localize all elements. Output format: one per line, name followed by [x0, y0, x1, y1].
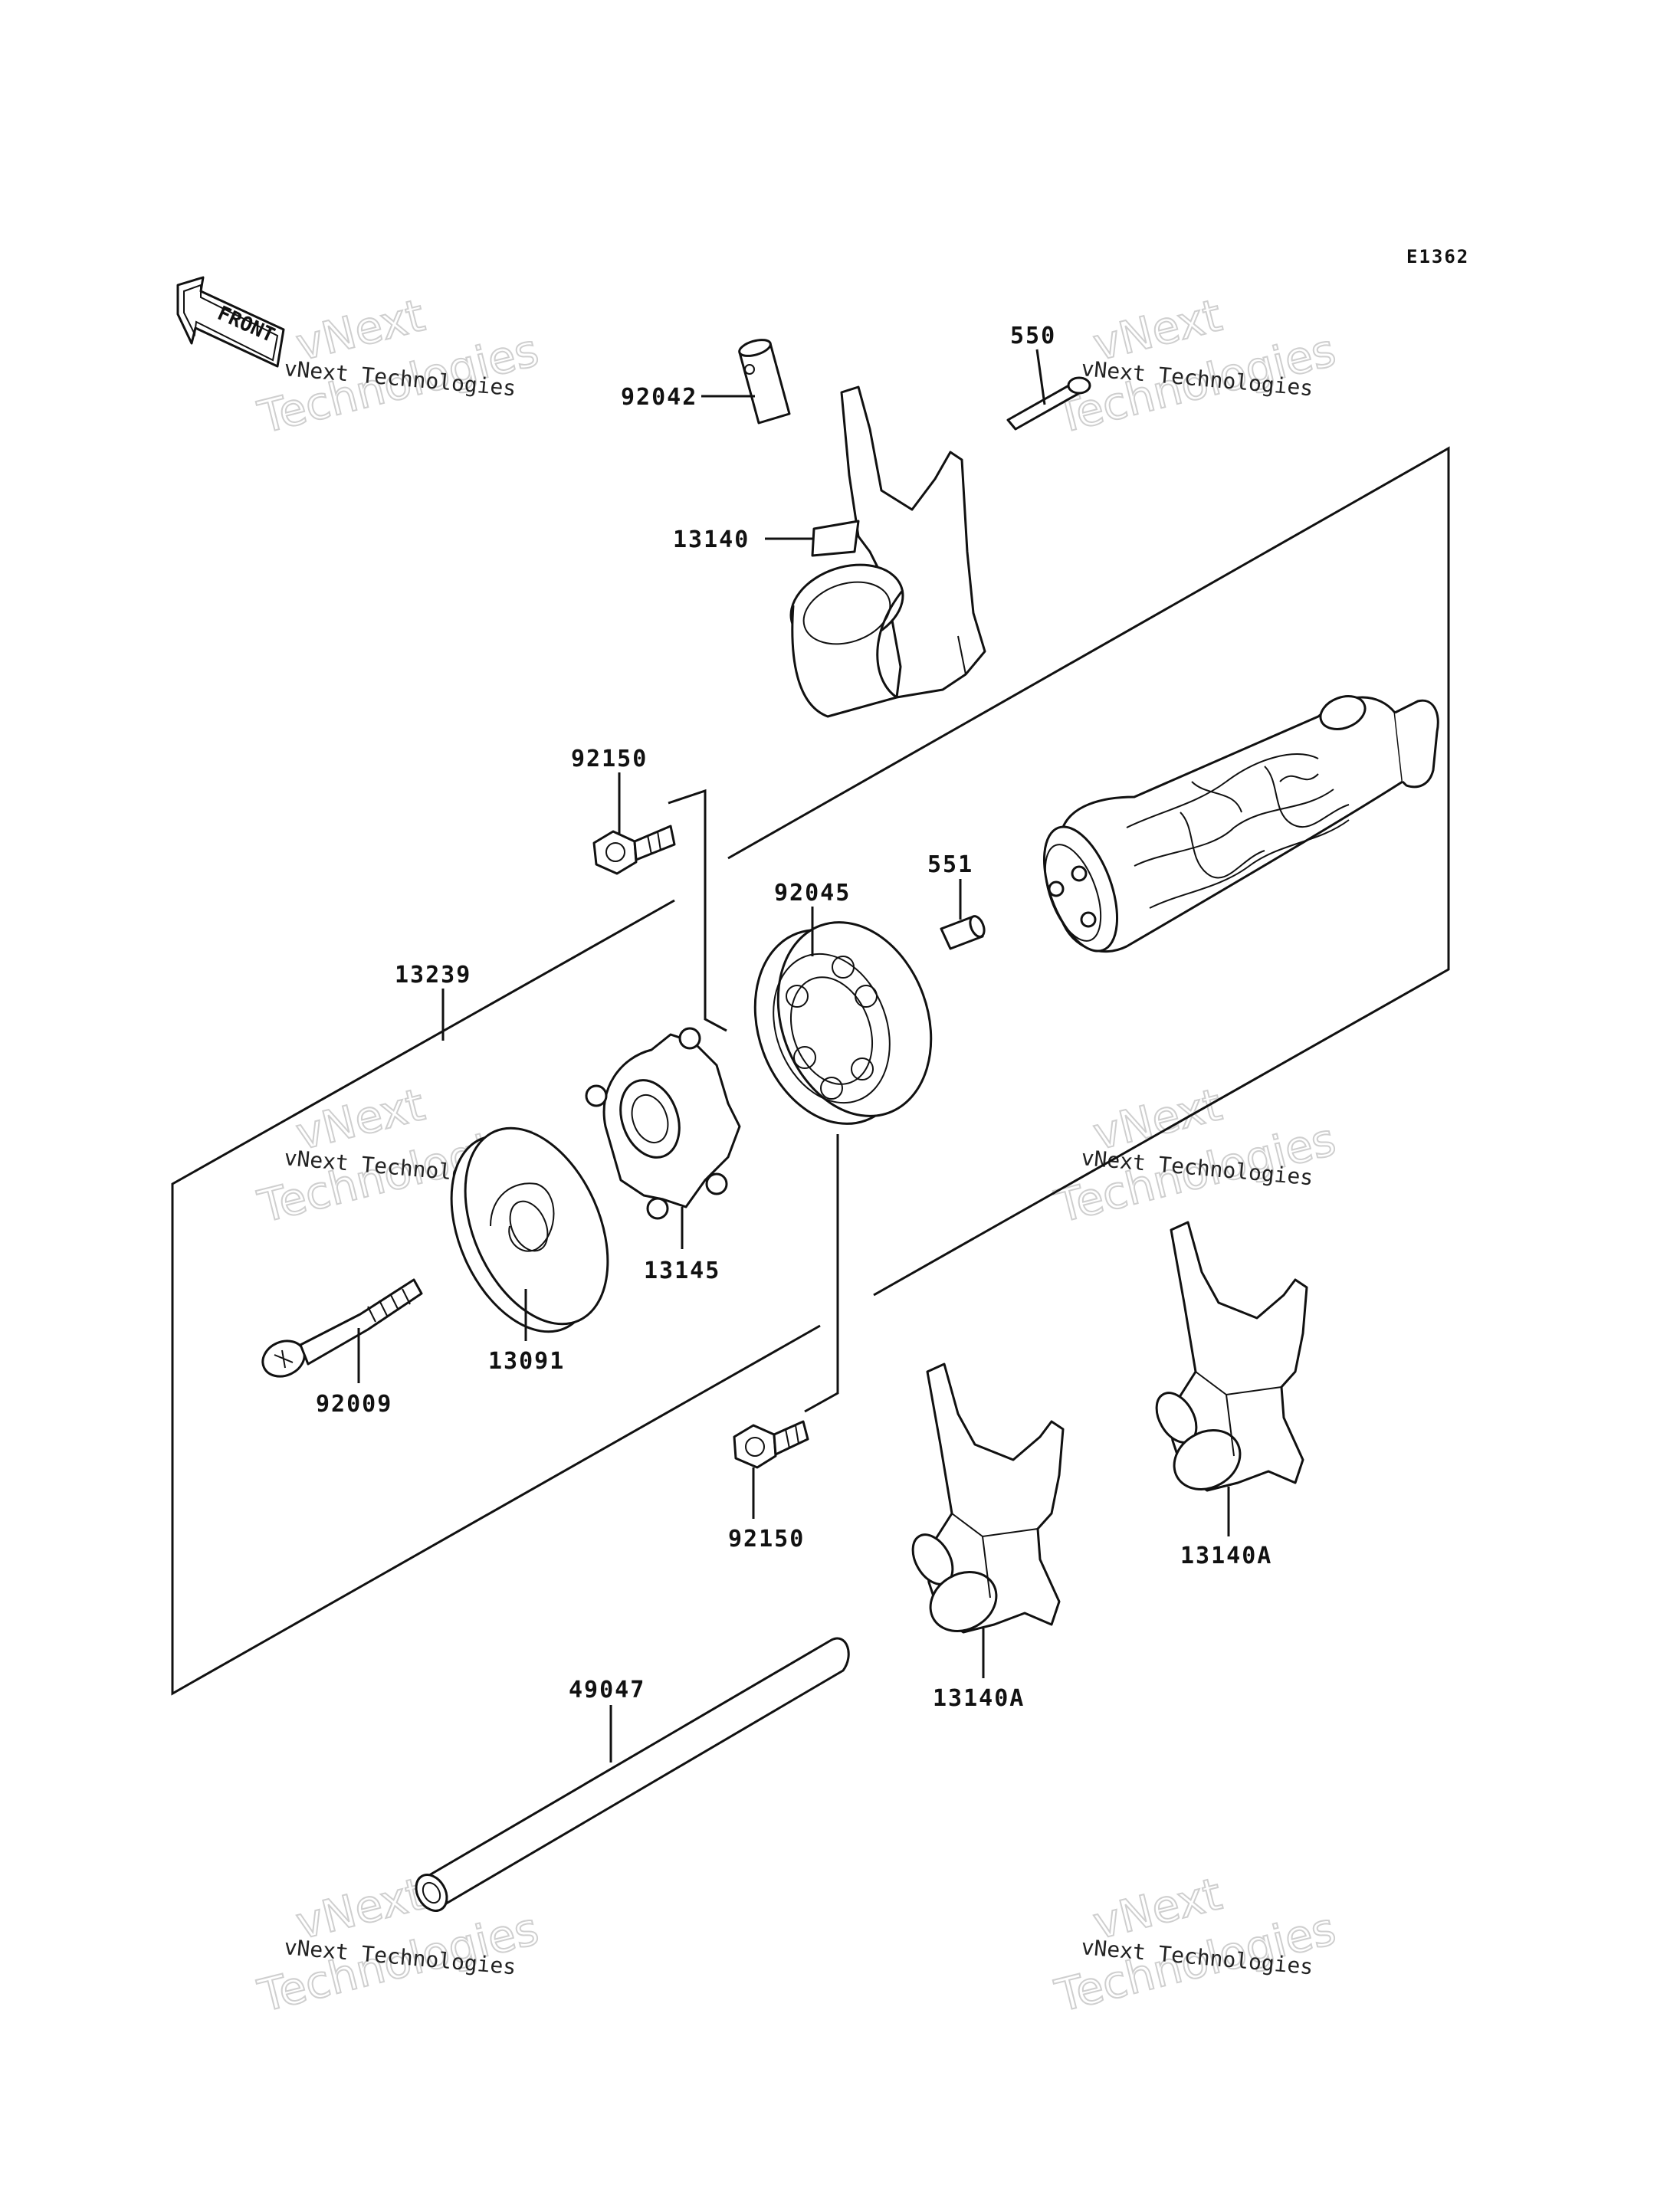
label-92045: 92045	[774, 880, 851, 907]
label-13140A-right: 13140A	[1180, 1543, 1272, 1569]
front-arrow-icon: FRONT	[176, 276, 285, 368]
leader-550	[1035, 349, 1046, 405]
label-550: 550	[1010, 323, 1056, 349]
part-92042-pin	[738, 339, 791, 425]
label-13145: 13145	[644, 1258, 720, 1284]
bolt-bracket-bottom	[804, 1134, 839, 1413]
label-92042: 92042	[621, 384, 697, 411]
watermark-mid-right: vNext Technologies	[1049, 1077, 1341, 1234]
watermark-top-right: vNext Technologies	[1049, 288, 1341, 444]
part-13140A-right-shift-fork	[1155, 1221, 1308, 1492]
label-49047: 49047	[569, 1677, 645, 1703]
drum-assembly-frame	[727, 446, 1450, 1297]
part-13091-cam-plate	[450, 1126, 609, 1333]
part-92150-bolt-bottom	[733, 1420, 809, 1469]
part-13140A-left-shift-fork	[911, 1362, 1065, 1634]
label-551: 551	[927, 851, 973, 878]
label-13140: 13140	[673, 526, 750, 553]
part-92045-bearing	[753, 921, 933, 1125]
label-13239: 13239	[395, 962, 471, 989]
label-92150-top: 92150	[571, 746, 648, 772]
shift-drum	[1042, 695, 1439, 953]
part-92009-screw	[261, 1278, 423, 1378]
label-13091: 13091	[488, 1348, 565, 1375]
label-13140A-left: 13140A	[933, 1685, 1025, 1712]
part-49047-shaft	[415, 1637, 850, 1912]
bolt-bracket-top	[668, 789, 727, 1032]
part-92150-bolt-top	[592, 825, 676, 875]
watermark-top-left: vNext Technologies	[252, 288, 544, 444]
label-92150-bottom: 92150	[728, 1526, 805, 1553]
part-13145-star-wheel	[585, 1027, 741, 1220]
part-13140-shift-fork	[789, 385, 986, 718]
part-551-pin	[940, 915, 986, 950]
watermark-bottom-right: vNext Technologies	[1049, 1867, 1341, 2023]
part-550-cotter-pin	[1006, 376, 1091, 431]
diagram-code: E1362	[1406, 246, 1469, 267]
gear-set-frame-13239	[171, 899, 821, 1696]
label-92009: 92009	[316, 1391, 392, 1418]
